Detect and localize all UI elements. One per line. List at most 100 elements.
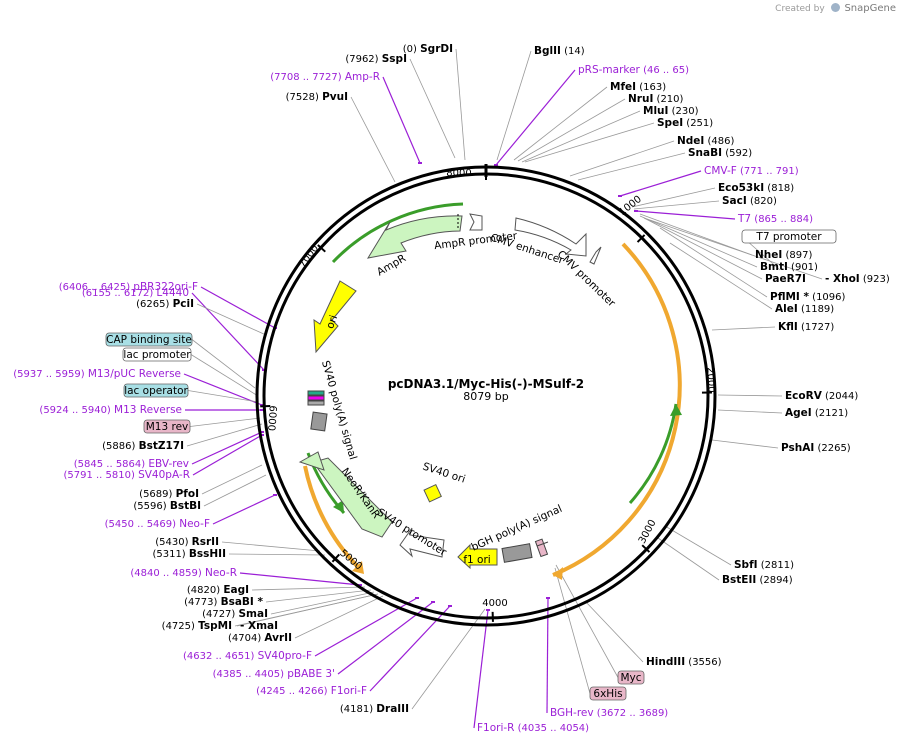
enzyme-label: NruI (210) [628, 93, 684, 105]
leader-line [228, 553, 326, 556]
enzyme-label: (4820) EagI [187, 584, 249, 596]
sv40-polya-block [310, 411, 328, 432]
enzyme-label: (7528) PvuI [286, 91, 348, 103]
annotation-box [589, 686, 627, 701]
primer-label: (7708 .. 7727) Amp-R [270, 71, 380, 83]
primer-label: (5845 .. 5864) EBV-rev [74, 458, 189, 470]
ampr-feature-arrow [366, 215, 463, 259]
enzyme-label: BmtI (901) [760, 261, 818, 273]
primer-site-mark [448, 605, 452, 607]
site-labels: (0) SgrDI(7962) SspI(7708 .. 7727) Amp-R… [13, 43, 890, 734]
leader-line [337, 601, 434, 675]
annotation-box [143, 419, 191, 434]
enzyme-label: EcoRV (2044) [785, 390, 858, 402]
plasmid-name: pcDNA3.1/Myc-His(-)-MSulf-2 [388, 377, 584, 391]
leader-line [639, 213, 753, 256]
leader-line [409, 58, 456, 159]
primer-site-mark [273, 494, 277, 496]
leader-line [711, 439, 779, 449]
primer-label: F1ori-R (4035 .. 4054) [477, 722, 589, 734]
primer-site-mark [546, 597, 550, 599]
tick-mark [331, 553, 340, 563]
primer-site-mark [486, 609, 490, 611]
enzyme-label: (4773) BsaBI * [184, 596, 263, 608]
leader-line [236, 593, 379, 627]
feature-label: ori [324, 313, 340, 330]
orange-arc-west [303, 465, 360, 569]
leader-line [270, 591, 375, 615]
leader-line [717, 394, 783, 397]
leader-line [455, 48, 466, 161]
annotation-box-label: lac operator [124, 385, 188, 397]
leader-line [524, 122, 655, 163]
tick-label: 2000 [705, 367, 717, 393]
tick-mark [641, 544, 651, 553]
leader-line [659, 227, 768, 298]
primer-site-mark [260, 409, 264, 411]
enzyme-label: Eco53kI (818) [718, 182, 794, 194]
primer-label: (6406 .. 6425) pBR322ori-F [59, 281, 198, 293]
feature-label: SV40 ori [421, 461, 467, 486]
leader-line [192, 434, 263, 476]
leader-line [221, 541, 321, 552]
primer-label: (5791 .. 5810) SV40pA-R [63, 469, 190, 481]
leader-line [635, 210, 736, 220]
annotation-box [123, 383, 189, 398]
primer-label: (6155 .. 6172) L4440 [82, 287, 189, 299]
neor-head [298, 451, 325, 471]
leader-line [639, 215, 758, 268]
leader-line [191, 292, 265, 371]
leader-line [584, 600, 644, 663]
enzyme-label: HindIII (3556) [646, 656, 722, 668]
enzyme-label: MfeI (163) [610, 81, 666, 93]
credit-prefix: Created by [775, 4, 825, 14]
enzyme-label: (0) SgrDI [403, 43, 453, 55]
enzyme-label: PaeR7I [765, 273, 806, 285]
ori-feature-arrow [313, 280, 357, 354]
annotation-box-label: CAP binding site [106, 334, 192, 346]
green-line-west-head [333, 500, 344, 513]
leader-line [577, 152, 686, 181]
tick-label: 1000 [617, 194, 644, 218]
enzyme-label: (5430) RsrII [155, 536, 219, 548]
enzyme-label: SbfI (2811) [734, 559, 794, 571]
enzyme-label: AleI (1189) [775, 303, 834, 315]
enzyme-label: (4727) SmaI [202, 608, 268, 620]
leader-line [554, 567, 591, 694]
primer-label: (5450 .. 5469) Neo-F [105, 518, 210, 530]
tick-label: 6000 [265, 405, 278, 431]
enzyme-label: PflMI * (1096) [770, 291, 846, 303]
annotation-box-label: Myc [620, 672, 641, 684]
enzyme-label: (5596) BstBI [133, 500, 201, 512]
leader-line [183, 373, 263, 406]
sv40-polya-stack-2 [307, 395, 325, 401]
primer-label: (5924 .. 5940) M13 Reverse [39, 404, 182, 416]
green-line-east-head [670, 404, 682, 416]
tick-label: 5000 [337, 548, 364, 573]
leader-line [196, 303, 267, 336]
leader-line [239, 572, 361, 586]
primer-label: pRS-marker (46 .. 65) [578, 64, 689, 76]
leader-line [294, 595, 384, 639]
leader-line [187, 390, 259, 403]
primer-label: BGH-rev (3672 .. 3689) [550, 707, 668, 719]
leader-line [382, 76, 421, 164]
leader-line [203, 474, 267, 507]
leader-line [569, 140, 675, 177]
cmv-promoter-arrow [589, 246, 602, 265]
leader-line [643, 217, 823, 280]
enzyme-label: SnaBI (592) [688, 147, 752, 159]
leader-line [191, 431, 263, 465]
enzyme-label: AgeI (2121) [785, 407, 848, 419]
enzyme-label: MluI (230) [643, 105, 699, 117]
leader-line [190, 354, 259, 397]
primer-label: (4245 .. 4266) F1ori-F [256, 685, 367, 697]
enzyme-label: KflI (1727) [778, 321, 834, 333]
primer-site-mark [431, 601, 435, 603]
leader-line [191, 339, 256, 389]
position-ticks [260, 164, 712, 622]
leader-line [711, 326, 776, 331]
leader-line [496, 50, 532, 161]
leader-line [473, 609, 489, 729]
leader-line [265, 589, 372, 603]
